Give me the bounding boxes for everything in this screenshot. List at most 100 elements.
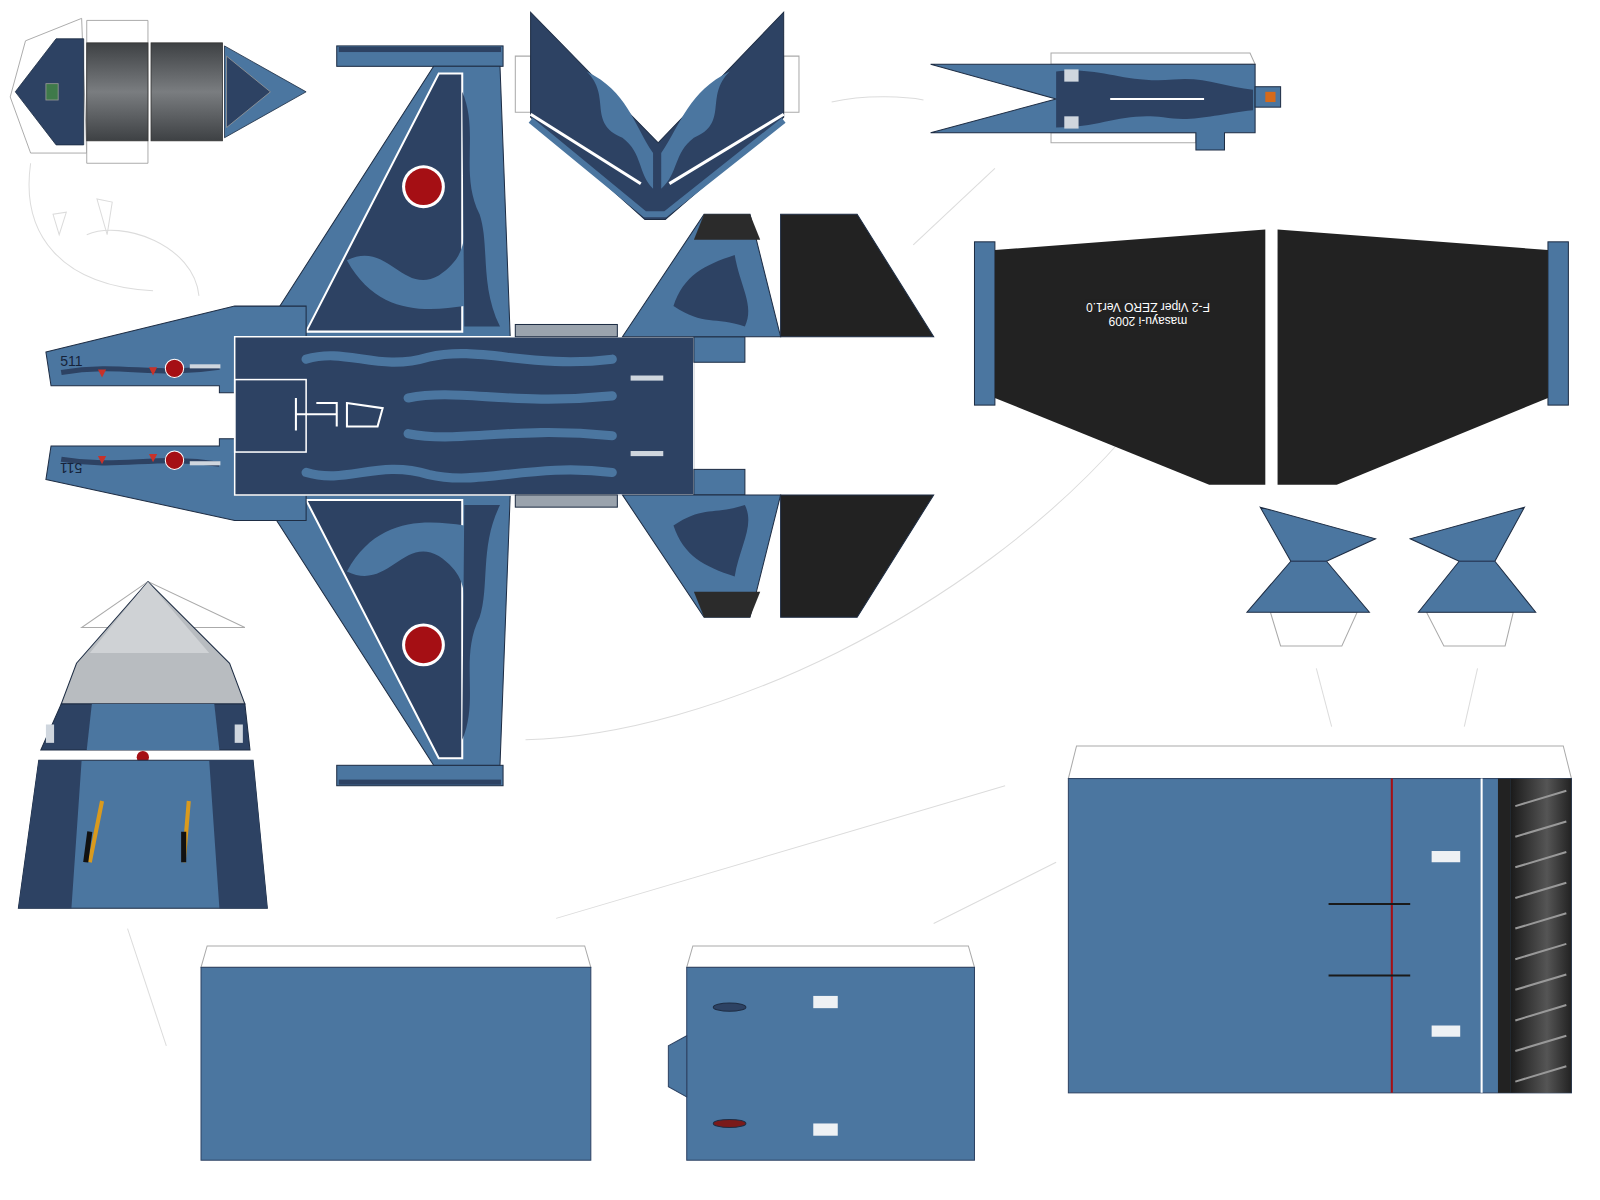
radome [90,582,209,653]
camouflage [61,367,219,464]
fuselage-panel [694,469,745,495]
warning-mark [98,367,157,464]
nose-band [87,704,220,750]
guide-line [913,168,995,245]
nozzle [1510,779,1571,1093]
canopy-panel [15,39,83,145]
nose-panel [224,46,306,138]
tab [668,1036,686,1097]
pylon-panel [1410,507,1536,612]
fuselage-wrap [687,967,975,1160]
light [713,1003,746,1011]
side-bar [1548,242,1568,405]
radome [61,582,245,704]
probe [86,832,184,863]
wing [260,495,510,786]
camouflage [347,523,464,602]
probe [90,801,189,862]
panel-line [1329,903,1411,905]
camouflage [673,255,748,326]
black-piece [781,495,934,617]
vertical-fin-part [515,12,799,219]
panel-line [1329,974,1411,976]
intake-panel [151,43,222,141]
rail-stripe [339,47,501,52]
rail-stripe [339,780,501,785]
roundel [165,451,183,469]
guide-line [1464,668,1477,726]
wingtip-rail [337,765,503,785]
glue-tab [10,18,87,153]
camouflage-stripe [306,469,612,478]
panel-line [1481,779,1483,1093]
grey-strip [515,495,617,507]
small-part [1247,507,1536,646]
wing-panel [260,66,510,336]
black-piece [781,214,934,336]
guide-line [832,97,924,102]
guide-line [934,862,1056,923]
ventral-part [974,230,1568,485]
roundel [405,168,442,205]
panel-mark [813,996,837,1008]
fin-panel [531,12,784,219]
black-panel [1278,230,1548,485]
stabilizer [622,495,780,617]
light [713,1119,746,1127]
panel-mark [1064,116,1078,128]
black-panel [995,230,1265,485]
panel-line [1110,98,1204,100]
nose-panel [227,56,271,127]
glue-tab [1068,746,1571,779]
camouflage [462,92,500,327]
camouflage [462,505,500,740]
canopy-part [10,18,306,163]
light [1265,92,1275,102]
panel-mark [190,364,221,368]
dorsal-part [931,53,1281,150]
panel-mark [1064,69,1078,81]
panel-mark [46,724,54,742]
glue-tab [1427,612,1514,646]
glue-tab [1270,612,1357,646]
nozzle-ring [1498,779,1510,1093]
glue-tab [87,20,148,163]
panel-mark [1432,851,1461,862]
camouflage [673,505,748,576]
outline [235,337,694,495]
edge-band [531,120,784,214]
nose-tip [1255,87,1281,107]
fuselage-panel [694,337,745,363]
wrap-part [201,746,1571,1160]
panel-mark [631,376,664,381]
fuselage-wrap [201,967,591,1160]
panel-mark [190,461,221,465]
camouflage [347,230,464,309]
nozzle-petal [1515,791,1566,1082]
credit-text: F-2 Viper ZERO Ver1.0 [1086,300,1210,313]
wing-panel [260,495,510,765]
tail-number: 511 [60,460,82,475]
pylon-panel [1247,507,1376,612]
side-bar [974,242,994,405]
camouflage-stripe [306,354,612,363]
engine-wrap [1068,779,1571,1093]
grey-strip [515,324,617,336]
hook-mark [296,398,383,431]
camouflage [18,760,267,908]
camouflage-stripe [408,395,612,399]
roundel [405,627,442,664]
wingtip-rail [337,46,503,66]
intake-panel [87,43,148,141]
glue-tab [687,946,975,967]
guide-line [128,929,167,1046]
nose-panel [18,760,267,908]
main-fuselage-part [46,46,934,786]
panel-mark [235,724,243,742]
camouflage-stripe [408,433,612,437]
canopy-glass [46,84,58,100]
fold-line [1291,560,1495,562]
wing [260,46,510,337]
